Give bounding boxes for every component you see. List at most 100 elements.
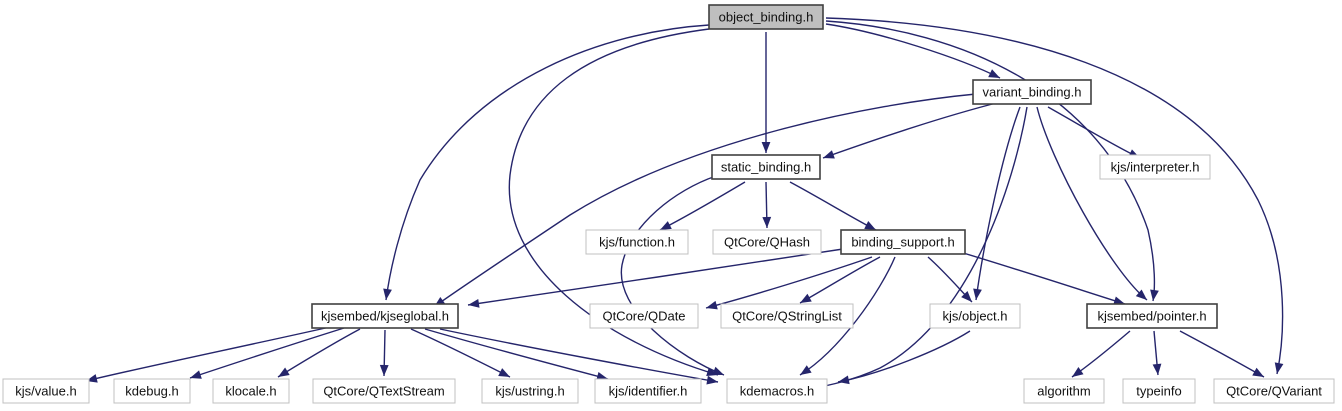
arrowhead-icon [468,299,480,308]
node-box[interactable] [711,154,821,180]
edge-binding_support-to-qt_qstringlist [799,256,881,304]
edge-binding_support-to-kjsembed_pointer [959,251,1126,305]
node-box[interactable] [113,378,191,404]
node-box[interactable] [2,378,90,404]
arrowhead-icon [1252,367,1264,377]
edge-kjsembed_pointer-to-typeinfo [1152,330,1162,376]
graph-node-qt_qdate[interactable]: QtCore/QDate [589,303,699,329]
arrowhead-icon [712,366,724,375]
edge-static_binding-to-qt_qhash [762,181,772,229]
node-box[interactable] [972,79,1092,105]
node-box[interactable] [708,4,824,30]
graph-node-qt_qtextstream[interactable]: QtCore/QTextStream [312,378,456,404]
node-box[interactable] [585,229,689,255]
arrowhead-icon [706,300,718,310]
graph-node-kdemacros[interactable]: kdemacros.h [726,378,828,404]
arrowhead-icon [1135,289,1147,300]
node-box[interactable] [840,229,966,255]
arrowhead-icon [498,368,510,377]
graph-node-kjs_value[interactable]: kjs/value.h [2,378,90,404]
arrowhead-icon [706,375,718,385]
edge-variant_binding-to-kjs_object [973,106,1021,301]
edge-static_binding-to-kdemacros [620,175,725,376]
arrowhead-icon [988,69,1000,78]
edge-object_binding-to-kjsembed_pointer [825,20,1159,302]
arrowhead-icon [596,371,608,381]
edge-object_binding-to-variant_binding [825,23,1001,79]
node-box[interactable] [212,378,290,404]
edge-kjseglobal-to-kjs_ustring [410,328,511,378]
node-box[interactable] [481,378,579,404]
edge-kjs_object-to-kdemacros [837,330,971,385]
edge-kjseglobal-to-qt_qtextstream [379,329,389,377]
graph-node-qt_qhash[interactable]: QtCore/QHash [712,229,822,255]
graph-node-klocale[interactable]: klocale.h [212,378,290,404]
graph-node-object_binding[interactable]: object_binding.h [708,4,824,30]
graph-node-static_binding[interactable]: static_binding.h [711,154,821,180]
edge-binding_support-to-kjs_object [927,256,973,303]
node-box[interactable] [589,303,699,329]
graph-node-binding_support[interactable]: binding_support.h [840,229,966,255]
arrowhead-icon [823,150,835,159]
graph-node-typeinfo[interactable]: typeinfo [1122,378,1196,404]
arrowhead-icon [1274,362,1284,374]
graph-node-kjs_interpreter[interactable]: kjs/interpreter.h [1099,154,1211,180]
node-box[interactable] [726,378,828,404]
arrowhead-icon [1152,363,1162,375]
edge-kjseglobal-to-kjs_value [85,326,331,383]
edge-variant_binding-to-static_binding [822,101,1001,159]
graph-node-kdebug[interactable]: kdebug.h [113,378,191,404]
edge-kjseglobal-to-kdemacros [439,328,719,385]
edge-variant_binding-to-kjsembed_pointer [1036,106,1148,301]
node-box[interactable] [1213,378,1335,404]
arrowhead-icon [190,370,202,379]
graph-node-kjs_ustring[interactable]: kjs/ustring.h [481,378,579,404]
node-box[interactable] [712,229,822,255]
node-box[interactable] [1023,378,1105,404]
edge-kjseglobal-to-kjs_identifier [424,328,609,381]
arrowhead-icon [864,221,876,230]
arrowhead-icon [761,142,771,153]
graph-node-kjs_function[interactable]: kjs/function.h [585,229,689,255]
graph-node-algorithm[interactable]: algorithm [1023,378,1105,404]
node-box[interactable] [312,378,456,404]
arrowhead-icon [660,221,672,230]
arrowhead-icon [379,364,389,376]
node-box[interactable] [1086,303,1218,329]
node-box[interactable] [1099,154,1211,180]
edge-kjseglobal-to-kdebug [189,327,345,379]
arrowhead-icon [278,367,290,377]
edge-variant_binding-to-kjs_interpreter [1047,106,1141,159]
graph-node-qt_qstringlist[interactable]: QtCore/QStringList [720,303,854,329]
graph-node-qt_qvariant[interactable]: QtCore/QVariant [1213,378,1335,404]
edge-object_binding-to-kjseglobal [383,24,710,301]
arrowhead-icon [1072,367,1084,377]
node-box[interactable] [311,303,459,329]
node-box[interactable] [929,303,1021,329]
arrowhead-icon [838,375,850,385]
node-box[interactable] [1122,378,1196,404]
edge-binding_support-to-kjseglobal [467,248,844,308]
arrowhead-icon [961,291,972,302]
graph-node-kjseglobal[interactable]: kjsembed/kjseglobal.h [311,303,459,329]
graph-node-variant_binding[interactable]: variant_binding.h [972,79,1092,105]
node-box[interactable] [594,378,702,404]
edge-variant_binding-to-kjseglobal [433,93,977,308]
arrowhead-icon [1113,296,1125,305]
node-box[interactable] [720,303,854,329]
edge-layer [85,17,1284,393]
arrowhead-icon [762,216,772,228]
arrowhead-icon [800,365,812,375]
arrowhead-icon [1150,289,1159,301]
edge-kjseglobal-to-klocale [277,328,361,378]
edge-binding_support-to-kdemacros [799,256,896,376]
graph-node-kjs_object[interactable]: kjs/object.h [929,303,1021,329]
edge-kjsembed_pointer-to-qt_qvariant [1179,330,1265,378]
graph-node-kjs_identifier[interactable]: kjs/identifier.h [594,378,702,404]
edge-object_binding-to-qt_qvariant [825,17,1284,375]
edge-kjsembed_pointer-to-algorithm [1071,330,1131,378]
edge-static_binding-to-kjs_function [659,181,746,231]
graph-node-kjsembed_pointer[interactable]: kjsembed/pointer.h [1086,303,1218,329]
